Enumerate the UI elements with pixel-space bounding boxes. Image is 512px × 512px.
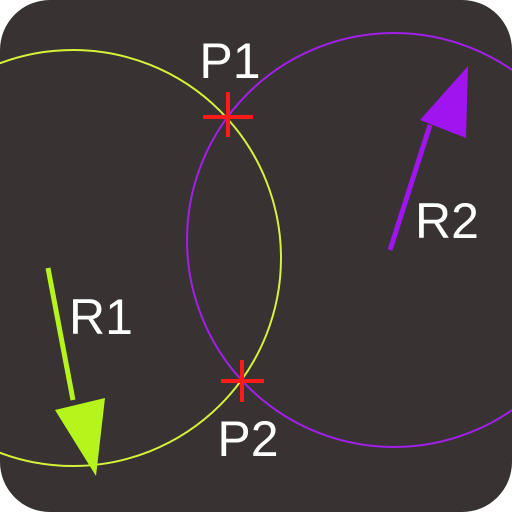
radius-2-arrow <box>387 66 468 251</box>
intersection-marker-p1 <box>203 92 253 137</box>
circle-1 <box>0 49 282 467</box>
label-p1: P1 <box>199 33 260 89</box>
radius-1-arrow <box>45 267 105 476</box>
intersection-marker-p2 <box>221 360 264 402</box>
circle-2 <box>186 32 512 448</box>
label-r1: R1 <box>69 289 133 345</box>
label-p2: P2 <box>217 411 278 467</box>
label-r2: R2 <box>415 193 479 249</box>
